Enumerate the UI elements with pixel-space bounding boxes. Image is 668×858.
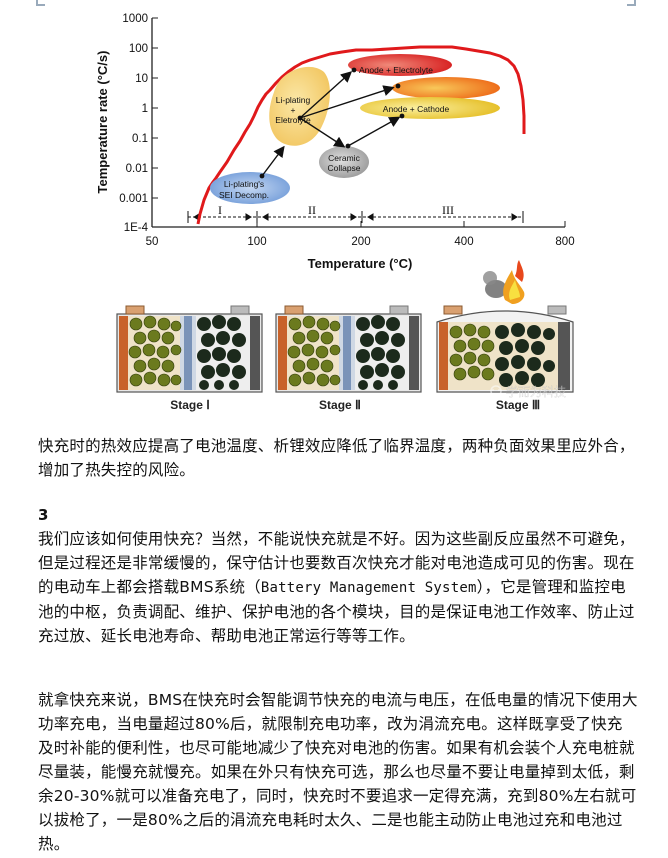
paragraph-bms-term: Battery Management System (260, 580, 477, 596)
anode-electrolyte-blob (348, 54, 452, 76)
figure-caption-block: 快充时的热效应提高了电池温度、析锂效应降低了临界温度，两种负面效果里应外合，增加… (38, 434, 638, 482)
paragraph-fast-charge-text: 就拿快充来说，BMS在快充时会智能调节快充的电流与电压，在低电量的情况下使用大功… (38, 691, 638, 853)
paragraph-bms: 我们应该如何使用快充？当然，不能说快充就是不好。因为这些副反应虽然不可避免，但是… (38, 527, 638, 648)
ceramic-label-line1: Ceramic (328, 153, 360, 163)
orange-blob (392, 77, 500, 99)
stage-label: III (442, 203, 454, 217)
x-tick-label: 800 (555, 236, 574, 248)
thermal-runaway-figure: 1000 100 10 1 0.1 0.01 0.001 1E-4 50 100… (95, 13, 575, 412)
y-tick-label: 0.1 (132, 133, 148, 145)
y-tick-label: 10 (135, 73, 148, 85)
y-tick-label: 1E-4 (124, 222, 149, 234)
stage-3-label: Stage Ⅲ (496, 398, 540, 412)
y-axis-label: Temperature rate (°C/s) (95, 51, 110, 194)
y-tick-label: 0.01 (126, 163, 148, 175)
fire-icon (483, 260, 525, 304)
battery-cell-stage-1 (116, 305, 263, 393)
y-tick-label: 0.001 (119, 193, 148, 205)
reaction-arrows (261, 71, 401, 177)
li-plating-label-line3: Eletrolyte (275, 115, 311, 125)
ceramic-label-line2: Collapse (327, 163, 360, 173)
sei-label-line2: SEI Decomp. (219, 190, 269, 200)
temperature-rate-curve (196, 45, 526, 225)
anode-electrolyte-label: Anode + Electrolyte (359, 65, 433, 75)
y-tick-label: 100 (129, 43, 148, 55)
stage-2-label: Stage Ⅱ (319, 398, 361, 412)
stage-label: I (218, 203, 222, 217)
battery-cell-stage-3 (436, 260, 574, 393)
battery-cell-stage-2 (275, 305, 422, 393)
ceramic-collapse-blob (319, 146, 369, 178)
li-plating-blob (269, 66, 330, 146)
paragraph-bms-part2: ），它是管理和监控电池的中枢，负责调配、维护、保护电池的各个模块，目的是保证电池… (38, 578, 635, 645)
x-tick-label: 200 (351, 236, 370, 248)
y-tick-label: 1 (142, 103, 148, 115)
section-number: 3 (38, 506, 49, 524)
watermark: 学而为科技 (490, 384, 566, 399)
sei-label-line1: Li-plating's (224, 179, 264, 189)
sei-decomposition-blob (210, 172, 290, 204)
paragraph-bms-part1: 我们应该如何使用快充？当然，不能说快充就是不好。因为这些副反应虽然不可避免，但是… (38, 530, 635, 596)
figure-caption: 快充时的热效应提高了电池温度、析锂效应降低了临界温度，两种负面效果里应外合，增加… (38, 437, 635, 479)
x-tick-label: 50 (146, 236, 159, 248)
x-axis-label: Temperature (°C) (308, 256, 413, 271)
watermark-text: 学而为科技 (506, 384, 566, 399)
stage-bracket (187, 211, 524, 223)
y-tick-label: 1000 (122, 13, 148, 25)
stage-1-label: Stage Ⅰ (170, 398, 210, 412)
x-tick-label: 100 (247, 236, 266, 248)
paragraph-fast-charge: 就拿快充来说，BMS在快充时会智能调节快充的电流与电压，在低电量的情况下使用大功… (38, 688, 638, 856)
li-plating-label-line1: Li-plating (276, 95, 311, 105)
corner-mark-left (36, 0, 45, 6)
li-plating-label-line2: + (291, 105, 296, 115)
x-tick-label: 400 (454, 236, 473, 248)
paragraph-bms-text: 我们应该如何使用快充？当然，不能说快充就是不好。因为这些副反应虽然不可避免，但是… (38, 527, 638, 648)
corner-mark-right (627, 0, 636, 6)
stage-label: II (308, 203, 316, 217)
anode-cathode-blob (360, 97, 500, 119)
anode-cathode-label: Anode + Cathode (383, 104, 450, 114)
